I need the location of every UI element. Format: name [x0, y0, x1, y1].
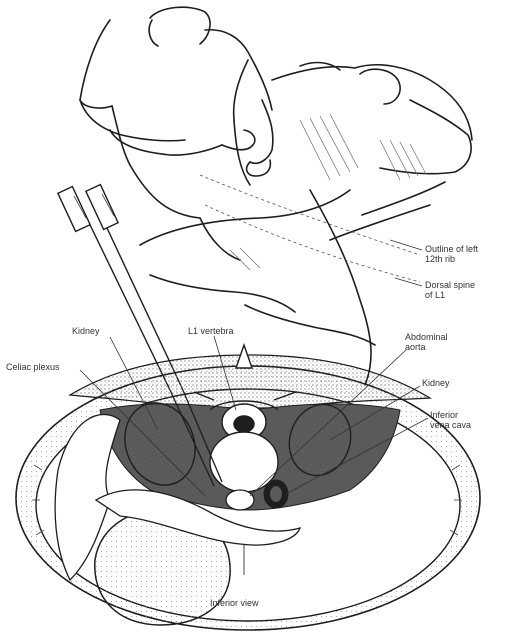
label-abdominal-aorta-line2: aorta [405, 342, 448, 352]
label-outline-12th-rib: Outline of left 12th rib [425, 244, 478, 264]
leader-outline-12th-rib [390, 240, 422, 250]
label-dorsal-spine-line2: of L1 [425, 290, 475, 300]
patient-shading [230, 114, 426, 270]
label-outline-12th-rib-line1: Outline of left [425, 244, 478, 254]
spine-line [205, 205, 420, 282]
label-ivc: Inferior vena cava [430, 410, 471, 430]
physician-figure [80, 7, 273, 218]
label-l1-vertebra: L1 vertebra [188, 326, 234, 336]
label-kidney-right: Kidney [422, 378, 450, 388]
label-abdominal-aorta-line1: Abdominal [405, 332, 448, 342]
label-outline-12th-rib-line2: 12th rib [425, 254, 478, 264]
aorta-shape [226, 490, 254, 510]
needle-left [78, 200, 170, 390]
needles [58, 185, 182, 390]
label-ivc-line1: Inferior [430, 410, 471, 420]
label-kidney-left: Kidney [72, 326, 100, 336]
needle-hub-left [58, 187, 90, 232]
label-dorsal-spine: Dorsal spine of L1 [425, 280, 475, 300]
needle-hub-right [86, 185, 118, 230]
label-abdominal-aorta: Abdominal aorta [405, 332, 448, 352]
label-ivc-line2: vena cava [430, 420, 471, 430]
cross-section [16, 345, 480, 630]
label-dorsal-spine-line1: Dorsal spine [425, 280, 475, 290]
label-bottom: Inferior view [210, 598, 259, 608]
rib-outline-line [200, 175, 420, 255]
label-celiac-plexus: Celiac plexus [6, 362, 60, 372]
